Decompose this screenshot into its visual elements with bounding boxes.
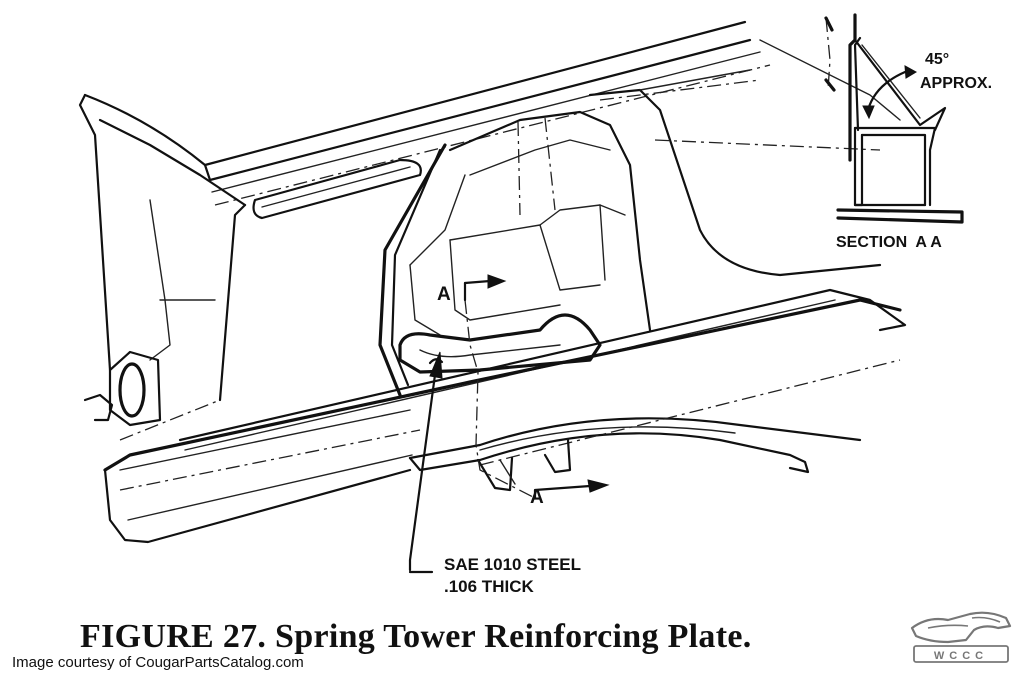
upper-body-panel bbox=[83, 20, 771, 220]
section-label: SECTION A A bbox=[836, 234, 942, 251]
section-marker-upper: A bbox=[437, 284, 451, 305]
section-cut-line bbox=[463, 274, 610, 500]
material-spec-label: SAE 1010 STEEL bbox=[444, 555, 581, 574]
cougar-club-logo: WCCC bbox=[910, 611, 1012, 663]
callout-leader bbox=[408, 351, 444, 574]
frame-rail bbox=[103, 298, 902, 544]
deck-panel bbox=[178, 39, 907, 451]
angle-value-label: 45° bbox=[925, 51, 949, 68]
figure-caption: FIGURE 27. Spring Tower Reinforcing Plat… bbox=[80, 618, 752, 655]
section-aa-inset bbox=[824, 13, 964, 224]
arrow-lower-a-icon bbox=[587, 479, 610, 493]
logo-text: WCCC bbox=[934, 650, 988, 662]
image-credit: Image courtesy of CougarPartsCatalog.com bbox=[12, 654, 304, 671]
arrow-upper-a-icon bbox=[487, 274, 507, 289]
tail-panel bbox=[78, 93, 247, 441]
section-marker-lower: A bbox=[530, 487, 544, 508]
spring-tower bbox=[378, 110, 652, 397]
leader-arrow-icon bbox=[429, 351, 443, 379]
thickness-label: .106 THICK bbox=[444, 577, 534, 596]
angle-note-label: APPROX. bbox=[920, 75, 992, 92]
cougar-emblem-icon bbox=[910, 611, 1012, 644]
